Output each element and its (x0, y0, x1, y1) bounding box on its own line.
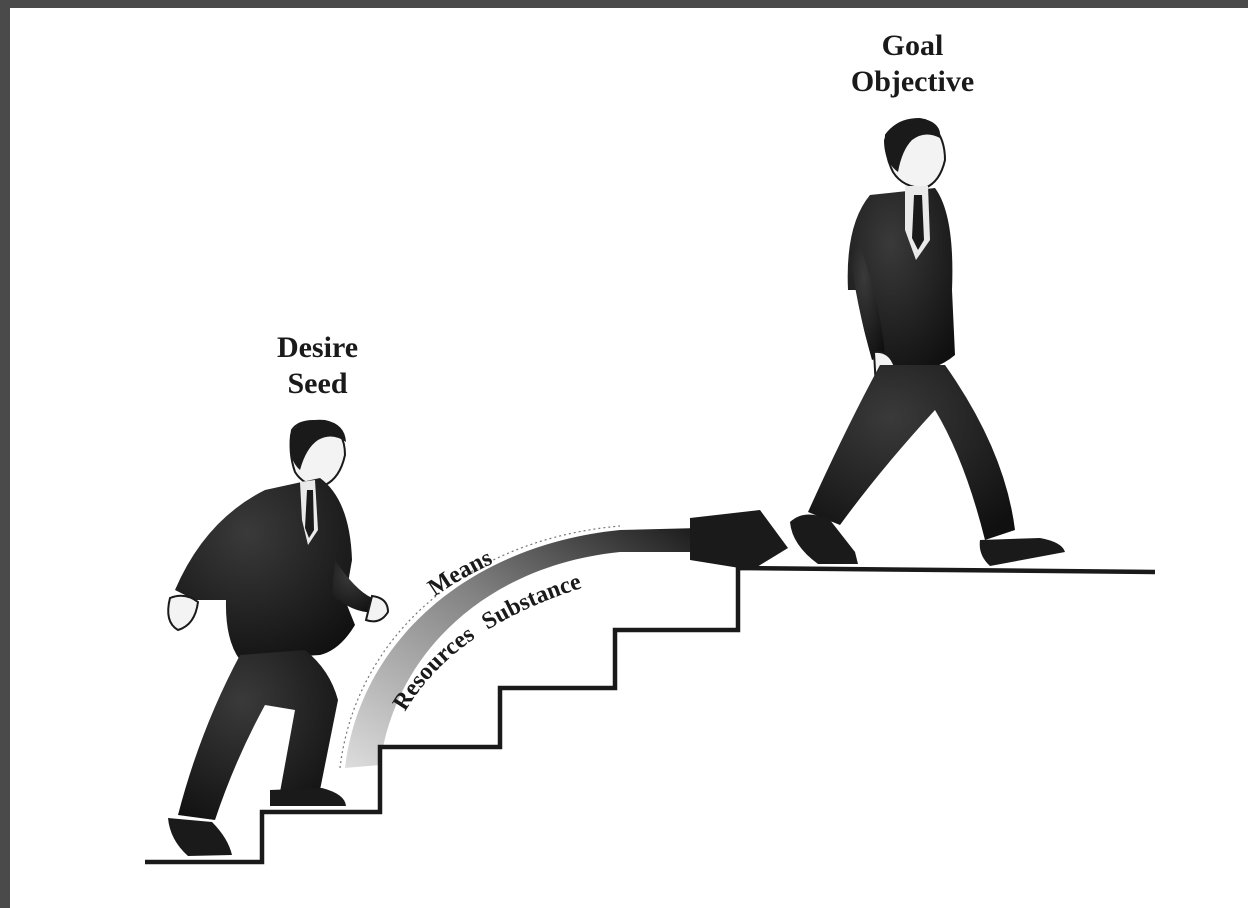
climbing-man-figure (168, 420, 388, 856)
back-shoe (790, 514, 858, 564)
arrow-head-icon (690, 510, 788, 570)
walking-man-figure (790, 118, 1065, 566)
front-shoe (980, 538, 1065, 566)
left-shoe (270, 788, 346, 806)
means-arc (340, 510, 788, 768)
right-shoe (168, 818, 232, 856)
